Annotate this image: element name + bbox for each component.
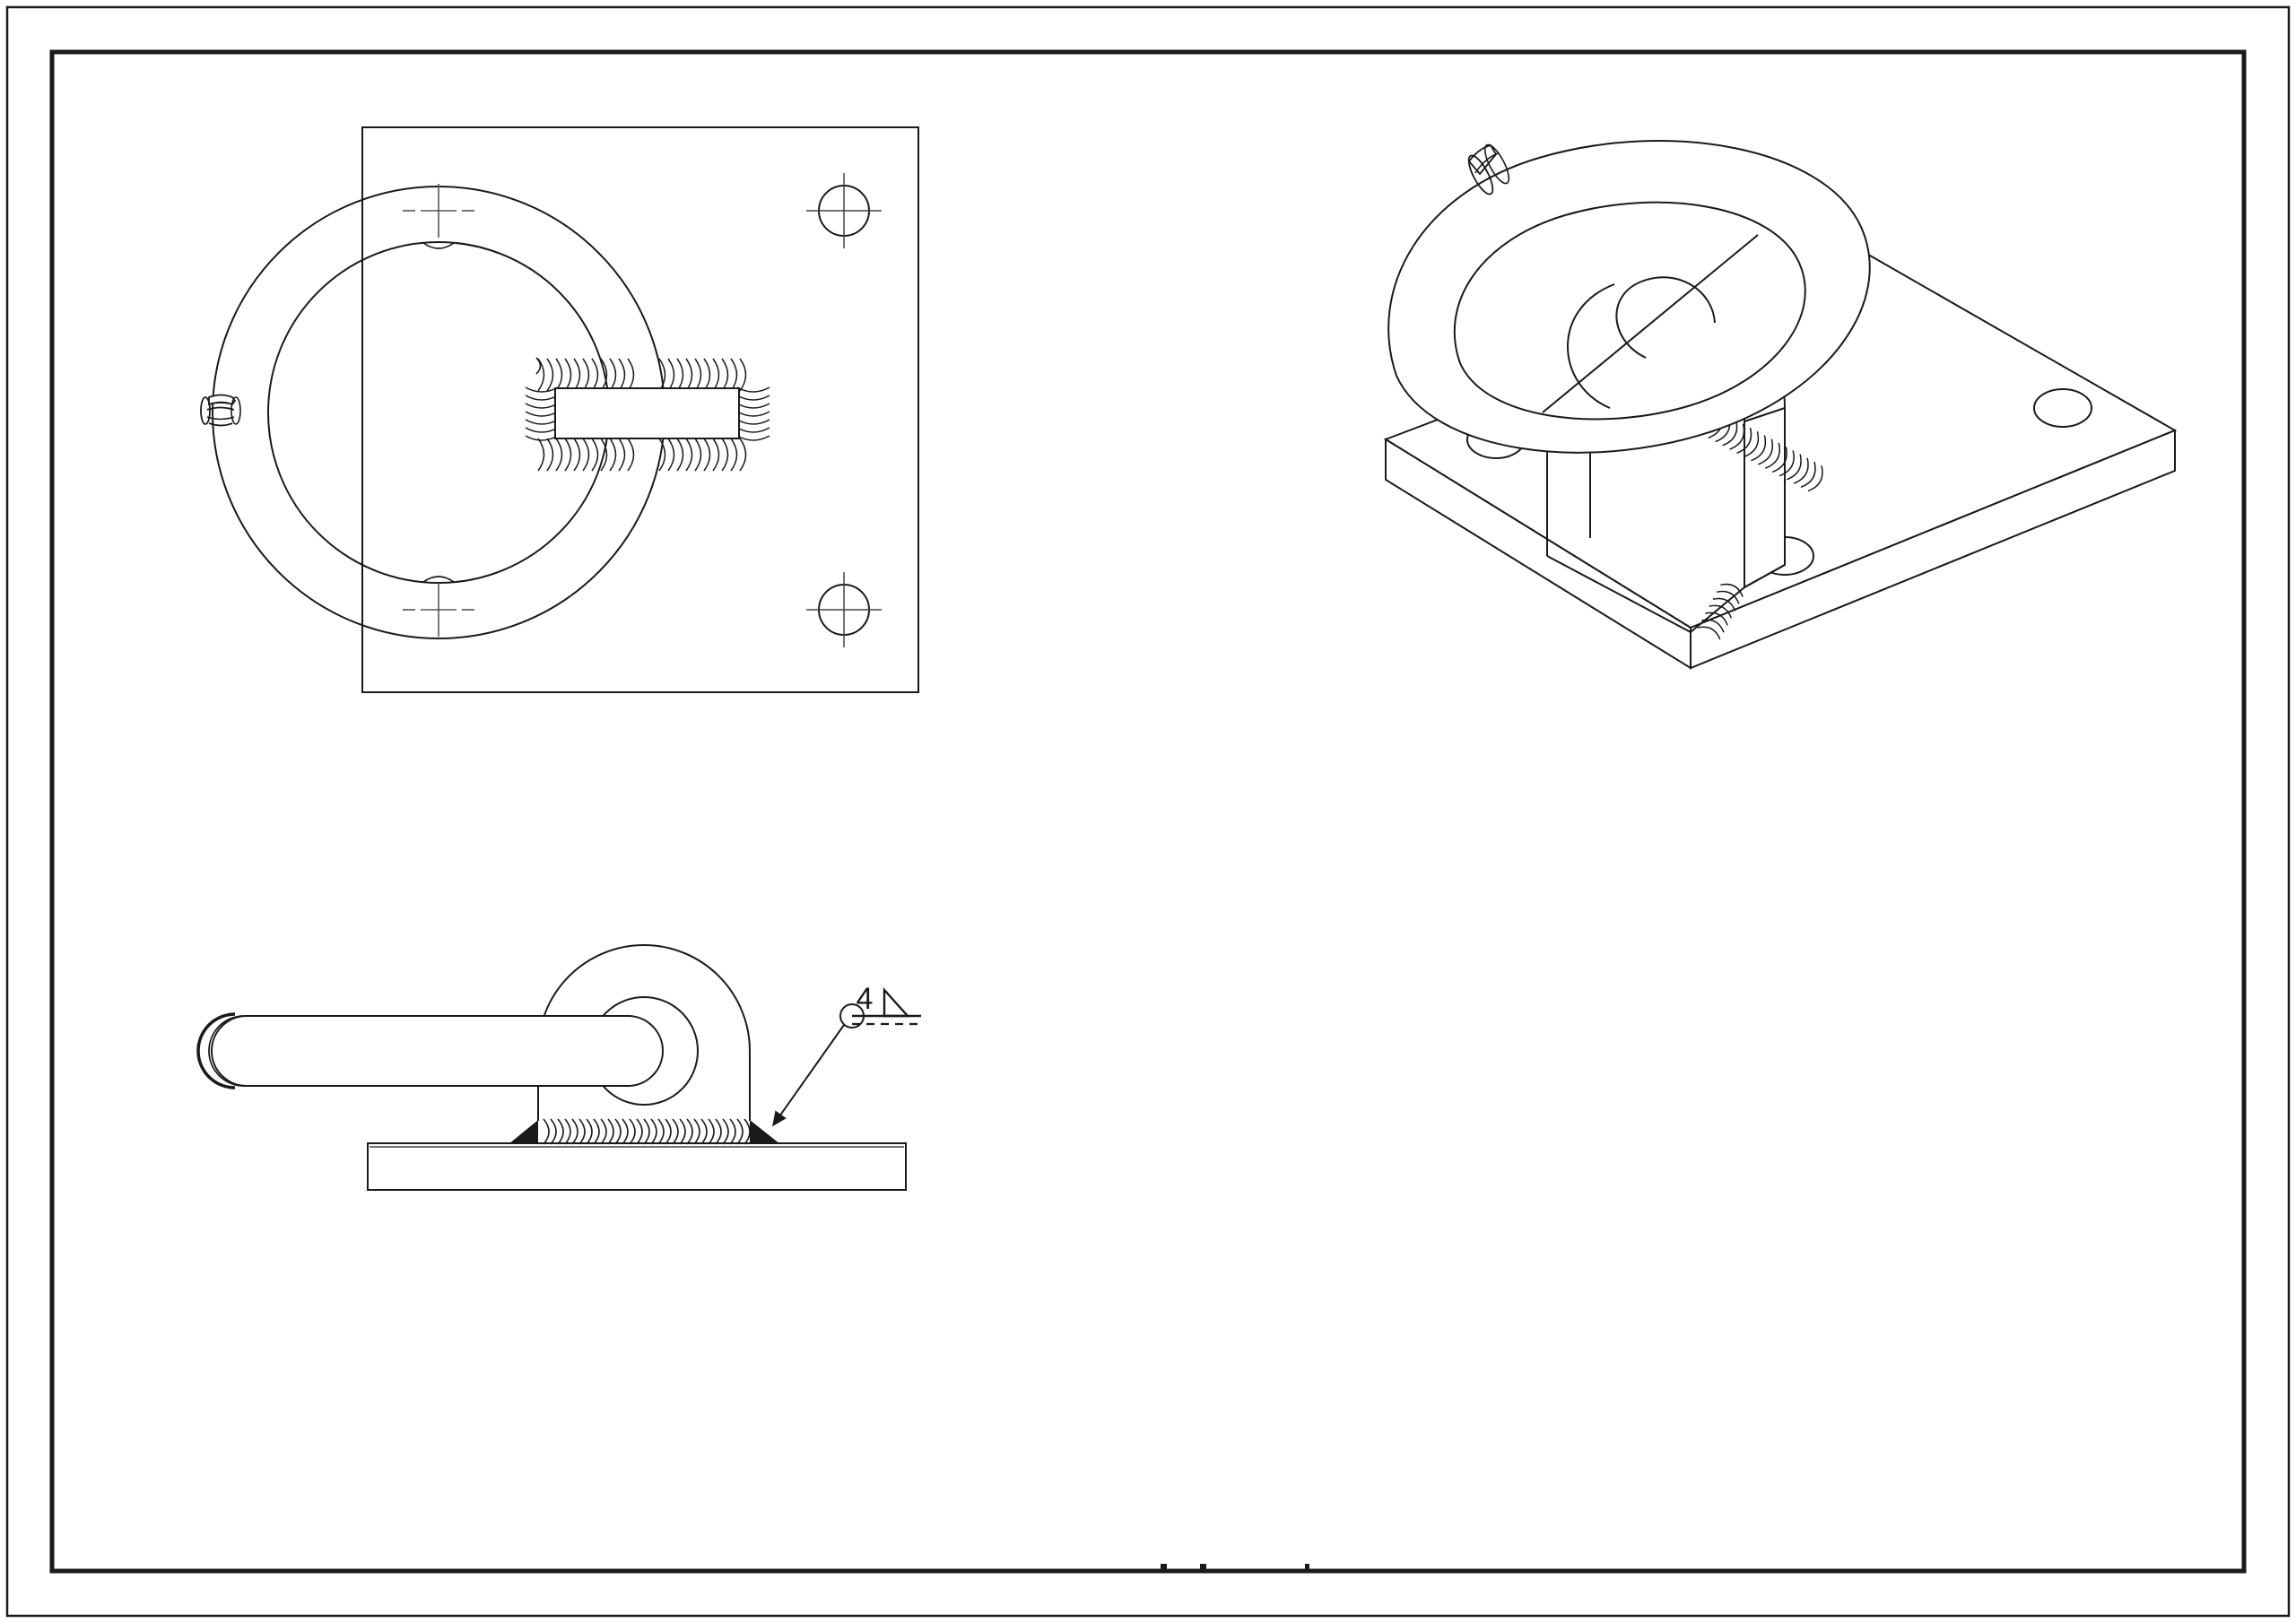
bolt-hole-centermark-bottom-left xyxy=(403,583,474,637)
iso-tie-down-ring xyxy=(1387,140,1871,454)
bolt-hole-bottom-right xyxy=(806,572,882,647)
front-view-ring-shaft xyxy=(196,1012,664,1089)
weld-symbol-callout[interactable]: 4 xyxy=(772,982,921,1127)
front-view-weld-bead xyxy=(543,1118,751,1145)
registration-ticks xyxy=(1161,1564,1309,1570)
fillet-weld-triangle-icon xyxy=(883,986,910,1018)
weld-bead-right-arcs xyxy=(736,386,770,441)
front-view-base-plate xyxy=(367,1142,907,1191)
weld-size-text: 4 xyxy=(857,982,874,1016)
iso-ring-butt-weld xyxy=(1467,143,1510,195)
fillet-weld-right xyxy=(750,1120,780,1144)
inner-border xyxy=(49,49,2247,1574)
weld-leader-line xyxy=(772,1024,845,1127)
weld-bead-bottom-arcs xyxy=(537,438,747,472)
top-view-mounting-lug-bar xyxy=(554,387,740,439)
front-view-fillet-welds xyxy=(509,1120,780,1144)
fillet-weld-left xyxy=(509,1120,538,1144)
ring-inner-notches xyxy=(422,242,455,583)
outer-border xyxy=(5,5,2291,1618)
bolt-hole-top-right xyxy=(806,173,882,248)
ring-butt-weld-joint xyxy=(200,394,241,427)
bolt-hole-centermark-top-left xyxy=(403,184,474,238)
iso-ring-front-segment xyxy=(1567,276,1716,409)
